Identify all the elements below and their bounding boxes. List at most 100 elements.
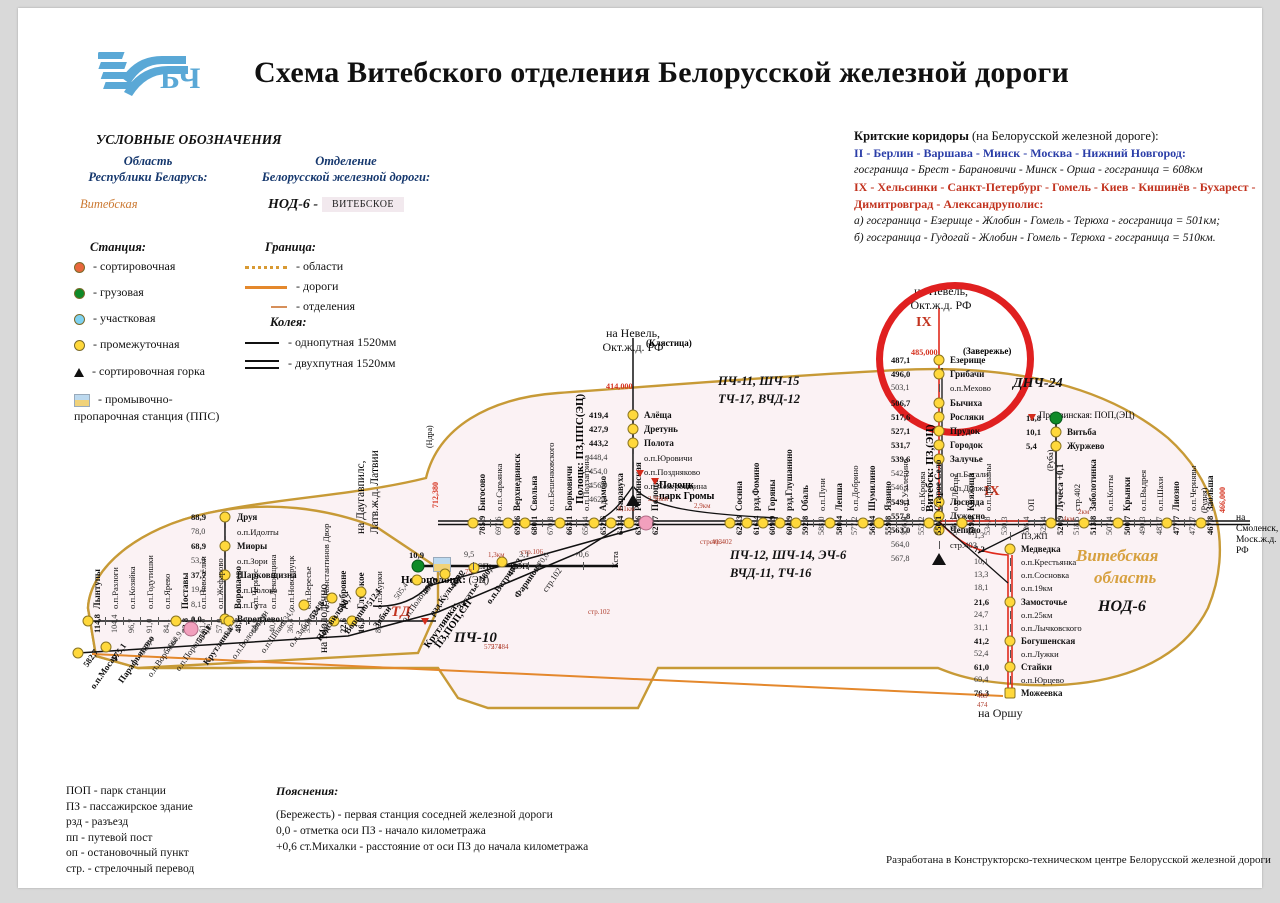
km-orsha-3: 13,3 [974, 570, 989, 580]
station-dot-main-west-0[interactable] [467, 517, 479, 529]
station-dot-main-east-2[interactable] [757, 517, 769, 529]
km-orsha-1: 7,2 [974, 544, 985, 555]
station-dot-main-east-9[interactable] [873, 517, 885, 529]
station-dot-diag-10[interactable] [355, 586, 366, 598]
track-tick [298, 617, 300, 625]
station-dot-druya-0[interactable] [219, 511, 231, 523]
track-tick [845, 519, 847, 527]
station-dot-druya-2[interactable] [219, 540, 231, 552]
station-dot-main-east-14[interactable] [956, 517, 968, 529]
station-dot-main-east-4[interactable] [790, 517, 802, 529]
track-tick [1009, 532, 1011, 540]
station-dot-main-fareast-11[interactable] [1195, 517, 1207, 529]
station-dot-main-east-1[interactable] [741, 517, 753, 529]
name-bottom-8: Воропаево [232, 566, 243, 609]
name-orsha-6: о.п.25км [1021, 609, 1053, 620]
station-dot-nevel-vitebsk-10[interactable] [933, 496, 945, 508]
hump-marker-polotsk[interactable] [626, 494, 640, 507]
name-main-fareast-9: Лиозно [1171, 481, 1182, 511]
station-dot-main-west-2[interactable] [502, 517, 514, 529]
station-dot-orsha-8[interactable] [1004, 635, 1016, 647]
station-dot-nevel-vitebsk-11[interactable] [933, 510, 945, 522]
name-main-east-2: Горяны [767, 479, 778, 511]
station-dot-nevel-polotsk-0[interactable] [627, 409, 639, 421]
station-dot-diag-14[interactable] [468, 562, 479, 574]
footer-abbrev-0: ПОП - парк станции [66, 785, 166, 797]
small-mark-4: 2км [1078, 508, 1090, 516]
km-main-fareast-6: 500,7 [1121, 515, 1132, 535]
station-dot-orsha-12[interactable] [1004, 687, 1016, 699]
station-dot-diag-15[interactable] [496, 556, 508, 568]
name-bottom-5: Поставы [180, 572, 190, 609]
station-dot-main-fareast-2[interactable] [1045, 517, 1057, 529]
station-dot-nevel-vitebsk-0[interactable] [933, 354, 945, 366]
station-dot-novopolotsk-0[interactable] [411, 559, 425, 573]
station-dot-diag-0[interactable] [72, 647, 84, 659]
name-main-east-0: Сосина [734, 481, 744, 511]
km-main-west-5: 663,1 [563, 515, 574, 535]
legend-division-head-l2: Белорусской железной дороги: [261, 169, 431, 184]
track-tick [527, 562, 529, 570]
station-dot-nevel-vitebsk-1[interactable] [933, 368, 945, 380]
small-mark-0: 2,96км [648, 495, 669, 503]
station-dot-main-west-5[interactable] [554, 517, 565, 529]
km-orsha-5: 21,6 [974, 596, 990, 607]
label-klyastitsa: (Клястица) [646, 338, 692, 348]
station-dot-main-west-3[interactable] [519, 517, 531, 529]
corridor-ix-marker-north: IX [916, 315, 932, 330]
station-dot-main-east-8[interactable] [857, 517, 869, 529]
km-main-east-12: 550,1 [933, 515, 944, 535]
station-dot-orsha-5[interactable] [1004, 596, 1016, 607]
legend-station-item-0: - сортировочная [74, 258, 219, 275]
name-main-east-12: Старое Село [933, 459, 944, 511]
name-nevel-polotsk-0: Алёща [644, 410, 672, 420]
station-dot-pridvinskaya-2[interactable] [1050, 440, 1062, 452]
station-dot-bottom-15[interactable] [346, 615, 358, 627]
station-dot-nevel-vitebsk-5[interactable] [933, 425, 945, 437]
station-dot-nevel-polotsk-2[interactable] [627, 437, 639, 449]
station-dot-diag-9[interactable] [326, 592, 338, 604]
station-dot-orsha-10[interactable] [1004, 661, 1016, 673]
station-dot-orsha-1[interactable] [1004, 543, 1016, 555]
name-druya-2: Миоры [237, 541, 268, 552]
station-dot-pridvinskaya-1[interactable] [1050, 426, 1062, 438]
station-dot-main-east-12[interactable] [923, 517, 935, 529]
station-dot-nevel-vitebsk-7[interactable] [933, 453, 945, 465]
station-dot-bottom-0[interactable] [82, 615, 94, 627]
station-dot-bottom-14[interactable] [328, 615, 340, 627]
station-dot-main-east-3[interactable] [774, 517, 786, 529]
station-dot-bottom-5[interactable] [170, 615, 182, 627]
station-dot-main-west-9[interactable] [623, 517, 635, 529]
station-dot-nevel-vitebsk-3[interactable] [933, 397, 945, 409]
legend-pps-label-1: - промывочно- [98, 392, 173, 406]
km-orsha-10: 61,0 [974, 662, 990, 672]
station-dot-main-west-10[interactable] [638, 515, 654, 531]
station-dot-nevel-polotsk-1[interactable] [627, 423, 639, 435]
station-dot-diag-13[interactable] [439, 568, 451, 580]
km-druya-4: 37,7 [191, 570, 207, 581]
station-dot-main-east-0[interactable] [724, 517, 736, 529]
track-tick [1009, 623, 1011, 632]
station-dot-main-west-7[interactable] [588, 517, 600, 529]
station-dot-nevel-vitebsk-12[interactable] [933, 524, 945, 536]
station-dot-nevel-vitebsk-6[interactable] [933, 439, 945, 451]
name-nevel-vitebsk-9: о.п.Должа [950, 482, 988, 493]
station-dot-nevel-vitebsk-4[interactable] [933, 411, 945, 423]
station-dot-main-east-6[interactable] [824, 517, 836, 529]
station-dot-main-west-8[interactable] [605, 517, 617, 529]
station-dot-bottom-8[interactable] [223, 615, 235, 627]
legend-division-head: Отделение Белорусской железной дороги: [236, 154, 456, 185]
station-dot-diag-1[interactable] [100, 641, 112, 653]
km-orsha-11: 69,4 [974, 675, 989, 685]
station-dot-diag-8[interactable] [298, 599, 310, 610]
track-tick [995, 519, 997, 527]
station-dot-druya-4[interactable] [219, 569, 231, 581]
hump-marker-vitebsk[interactable] [932, 552, 946, 565]
station-dot-diag-4[interactable] [183, 621, 199, 637]
station-dot-main-fareast-6[interactable] [1112, 517, 1124, 529]
station-dot-main-fareast-4[interactable] [1078, 517, 1090, 529]
station-dot-diag-12[interactable] [411, 574, 423, 586]
station-dot-pridvinskaya-0[interactable] [1049, 411, 1063, 425]
station-dot-main-fareast-9[interactable] [1161, 517, 1173, 529]
name-nevel-vitebsk-6: Городок [950, 440, 983, 451]
